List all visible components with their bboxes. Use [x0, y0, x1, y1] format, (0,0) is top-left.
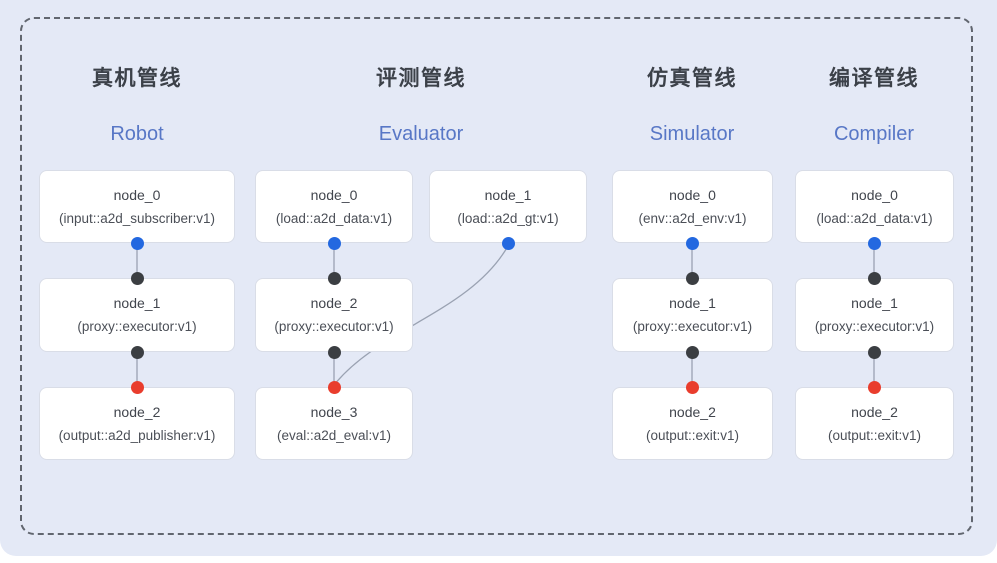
executor-port-dot: [867, 345, 881, 359]
node-card-robot-node0: node_0 (input::a2d_subscriber:v1): [39, 170, 235, 243]
sink-port-dot: [327, 380, 341, 394]
node-card-eval-node1: node_1 (load::a2d_gt:v1): [429, 170, 587, 243]
node-subtitle: (load::a2d_data:v1): [816, 210, 933, 226]
node-subtitle: (output::exit:v1): [827, 427, 922, 443]
node-title: node_2: [113, 403, 161, 420]
node-title: node_0: [851, 186, 898, 203]
node-card-sim-node1: node_1 (proxy::executor:v1): [612, 278, 773, 352]
node-card-sim-node2: node_2 (output::exit:v1): [612, 387, 773, 460]
robot-pipeline-title-en: Robot: [110, 123, 164, 145]
node-card-comp-node1: node_1 (proxy::executor:v1): [795, 278, 954, 352]
wire-eval-1-3-curve: [333, 245, 509, 386]
node-title: node_0: [669, 186, 716, 203]
node-card-robot-node2: node_2 (output::a2d_publisher:v1): [39, 387, 235, 460]
sink-port-dot: [867, 380, 881, 394]
node-subtitle: (output::exit:v1): [645, 427, 740, 443]
node-title: node_1: [113, 295, 161, 311]
node-card-sim-node0: node_0 (env::a2d_env:v1): [612, 170, 773, 243]
executor-port-dot: [327, 345, 341, 359]
node-subtitle: (proxy::executor:v1): [274, 319, 394, 334]
robot-pipeline-title-zh: 真机管线: [92, 67, 182, 90]
output-port-dot: [130, 236, 144, 250]
node-card-comp-node2: node_2 (output::exit:v1): [795, 387, 954, 460]
executor-port-dot: [130, 345, 144, 359]
output-port-dot: [685, 236, 699, 250]
sink-port-dot: [685, 380, 699, 394]
simulator-pipeline-title-en: Simulator: [649, 123, 735, 145]
executor-port-dot: [327, 271, 341, 285]
evaluator-pipeline-title-en: Evaluator: [378, 123, 464, 145]
output-port-dot: [327, 236, 341, 250]
executor-port-dot: [685, 345, 699, 359]
node-subtitle: (env::a2d_env:v1): [638, 210, 747, 226]
sink-port-dot: [130, 380, 144, 394]
output-port-dot: [501, 236, 515, 250]
executor-port-dot: [130, 271, 144, 285]
node-subtitle: (load::a2d_data:v1): [275, 210, 393, 226]
node-title: node_2: [310, 295, 358, 311]
compiler-pipeline-title-zh: 编译管线: [829, 67, 919, 90]
node-card-eval-node2: node_2 (proxy::executor:v1): [255, 278, 413, 352]
node-subtitle: (proxy::executor:v1): [814, 319, 935, 334]
node-title: node_0: [310, 186, 358, 203]
compiler-pipeline-title-en: Compiler: [833, 123, 915, 145]
node-card-eval-node3: node_3 (eval::a2d_eval:v1): [255, 387, 413, 460]
node-title: node_1: [484, 186, 532, 203]
node-subtitle: (output::a2d_publisher:v1): [58, 427, 216, 443]
node-title: node_3: [310, 403, 358, 420]
output-port-dot: [867, 236, 881, 250]
node-subtitle: (proxy::executor:v1): [77, 319, 197, 334]
simulator-pipeline-title-zh: 仿真管线: [647, 67, 737, 90]
executor-port-dot: [685, 271, 699, 285]
dashed-border-panel: [20, 17, 973, 535]
node-title: node_0: [113, 186, 161, 203]
node-subtitle: (proxy::executor:v1): [632, 319, 753, 334]
node-subtitle: (eval::a2d_eval:v1): [276, 427, 392, 443]
node-title: node_1: [669, 295, 716, 311]
node-card-comp-node0: node_0 (load::a2d_data:v1): [795, 170, 954, 243]
evaluator-pipeline-title-zh: 评测管线: [376, 67, 466, 90]
node-title: node_2: [669, 403, 716, 420]
node-subtitle: (load::a2d_gt:v1): [457, 210, 559, 226]
node-subtitle: (input::a2d_subscriber:v1): [58, 210, 216, 226]
executor-port-dot: [867, 271, 881, 285]
node-title: node_1: [851, 295, 898, 311]
node-card-eval-node0: node_0 (load::a2d_data:v1): [255, 170, 413, 243]
node-title: node_2: [851, 403, 898, 420]
node-card-robot-node1: node_1 (proxy::executor:v1): [39, 278, 235, 352]
